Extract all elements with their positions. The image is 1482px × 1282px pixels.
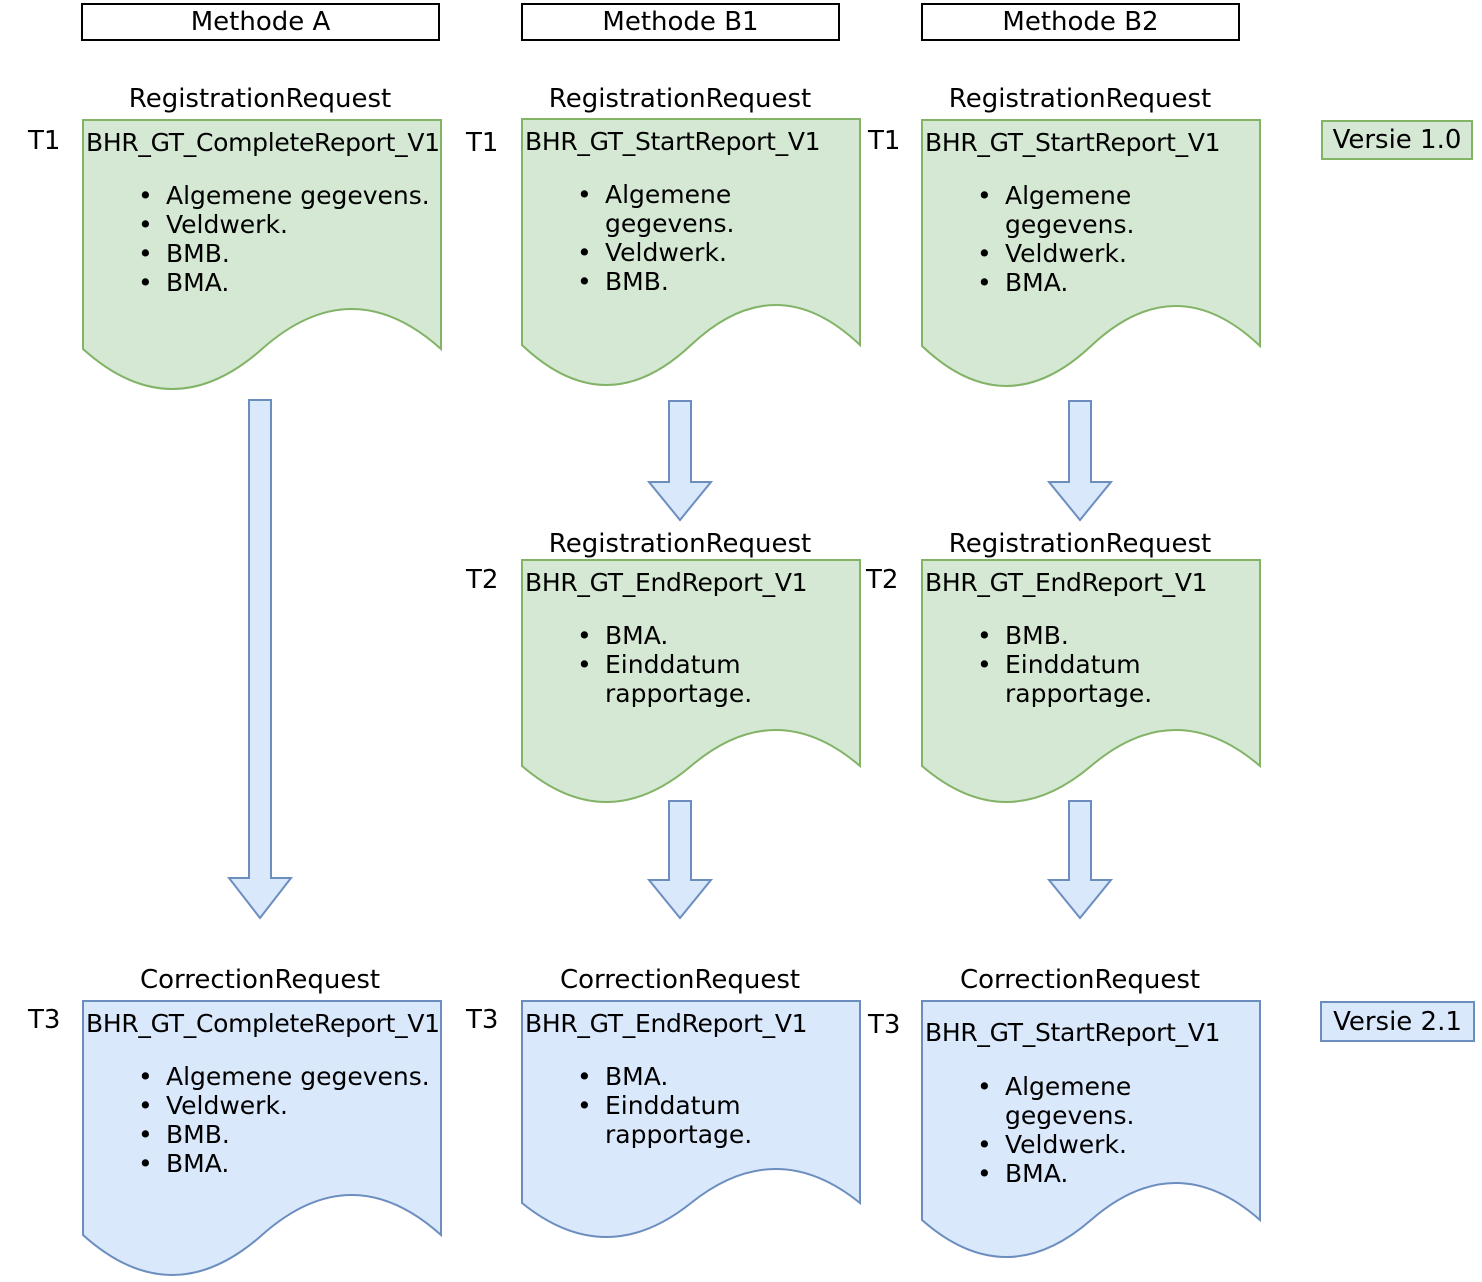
document-a-t1: BHR_GT_CompleteReport_V1 Algemene gegeve… xyxy=(82,119,442,393)
request-type-label-b2-t2: RegistrationRequest xyxy=(948,529,1212,559)
time-label-t3-b1: T3 xyxy=(466,1005,499,1035)
bullet-item: Einddatum rapportage. xyxy=(977,650,1255,708)
bullet-item: BMA. xyxy=(977,1159,1255,1188)
bullet-item: Algemene gegevens. xyxy=(577,180,855,238)
document-title: BHR_GT_EndReport_V1 xyxy=(925,568,1208,597)
request-type-label-b2-t1: RegistrationRequest xyxy=(948,84,1212,114)
bullet-item: BMA. xyxy=(577,1062,855,1091)
time-label-t1-b2: T1 xyxy=(868,126,901,156)
column-header-methode-b2: Methode B2 xyxy=(921,3,1240,41)
bullet-item: BMB. xyxy=(977,621,1255,650)
bullet-list: Algemene gegevens. Veldwerk. BMA. xyxy=(977,181,1255,297)
time-label-t1-a: T1 xyxy=(28,126,61,156)
time-label-t3-b2: T3 xyxy=(868,1010,901,1040)
bullet-list: BMA. Einddatum rapportage. xyxy=(577,1062,855,1149)
document-a-t3: BHR_GT_CompleteReport_V1 Algemene gegeve… xyxy=(82,1000,442,1279)
bullet-item: Algemene gegevens. xyxy=(138,1062,436,1091)
document-title: BHR_GT_StartReport_V1 xyxy=(925,128,1221,157)
bullet-list: BMB. Einddatum rapportage. xyxy=(977,621,1255,708)
bullet-item: BMB. xyxy=(577,267,855,296)
bullet-list: Algemene gegevens. Veldwerk. BMB. BMA. xyxy=(138,181,436,297)
bullet-list: Algemene gegevens. Veldwerk. BMB. xyxy=(577,180,855,296)
document-b2-t2: BHR_GT_EndReport_V1 BMB. Einddatum rappo… xyxy=(921,559,1261,804)
document-title: BHR_GT_EndReport_V1 xyxy=(525,568,808,597)
bullet-item: Einddatum rapportage. xyxy=(577,650,855,708)
request-type-label-b2-t3: CorrectionRequest xyxy=(959,965,1201,995)
down-arrow-b1-bottom xyxy=(646,800,714,920)
bullet-item: BMB. xyxy=(138,239,436,268)
bullet-item: Veldwerk. xyxy=(577,238,855,267)
bullet-list: Algemene gegevens. Veldwerk. BMB. BMA. xyxy=(138,1062,436,1178)
document-title: BHR_GT_CompleteReport_V1 xyxy=(86,1009,440,1038)
bullet-item: Algemene gegevens. xyxy=(977,181,1255,239)
document-title: BHR_GT_CompleteReport_V1 xyxy=(86,128,440,157)
down-arrow-a-long xyxy=(226,399,294,920)
bullet-item: Algemene gegevens. xyxy=(138,181,436,210)
document-title: BHR_GT_StartReport_V1 xyxy=(525,127,821,156)
down-arrow-b2-bottom xyxy=(1046,800,1114,920)
document-b1-t2: BHR_GT_EndReport_V1 BMA. Einddatum rappo… xyxy=(521,559,861,804)
time-label-t1-b1: T1 xyxy=(466,128,499,158)
bullet-item: Einddatum rapportage. xyxy=(577,1091,855,1149)
bullet-item: BMB. xyxy=(138,1120,436,1149)
time-label-t3-a: T3 xyxy=(28,1005,61,1035)
time-label-t2-b1: T2 xyxy=(466,565,499,595)
bullet-item: Algemene gegevens. xyxy=(977,1072,1255,1130)
request-type-label-b1-t2: RegistrationRequest xyxy=(548,529,812,559)
time-label-t2-b2: T2 xyxy=(866,565,899,595)
document-title: BHR_GT_EndReport_V1 xyxy=(525,1009,808,1038)
document-b2-t3: BHR_GT_StartReport_V1 Algemene gegevens.… xyxy=(921,1000,1261,1258)
bullet-item: BMA. xyxy=(138,1149,436,1178)
bullet-item: BMA. xyxy=(138,268,436,297)
bullet-item: Veldwerk. xyxy=(138,1091,436,1120)
version-badge-2-1: Versie 2.1 xyxy=(1320,1001,1475,1042)
bullet-item: Veldwerk. xyxy=(977,239,1255,268)
bullet-item: Veldwerk. xyxy=(138,210,436,239)
request-type-label-a-t1: RegistrationRequest xyxy=(128,84,392,114)
version-badge-1-0: Versie 1.0 xyxy=(1321,120,1473,160)
document-b2-t1: BHR_GT_StartReport_V1 Algemene gegevens.… xyxy=(921,119,1261,390)
bullet-item: BMA. xyxy=(977,268,1255,297)
document-title: BHR_GT_StartReport_V1 xyxy=(925,1018,1221,1047)
column-header-methode-a: Methode A xyxy=(81,3,440,41)
document-b1-t1: BHR_GT_StartReport_V1 Algemene gegevens.… xyxy=(521,118,861,389)
bullet-item: BMA. xyxy=(577,621,855,650)
request-type-label-b1-t1: RegistrationRequest xyxy=(548,84,812,114)
bullet-item: Veldwerk. xyxy=(977,1130,1255,1159)
request-type-label-a-t3: CorrectionRequest xyxy=(139,965,381,995)
bullet-list: BMA. Einddatum rapportage. xyxy=(577,621,855,708)
down-arrow-b2-top xyxy=(1046,400,1114,522)
down-arrow-b1-top xyxy=(646,400,714,522)
bullet-list: Algemene gegevens. Veldwerk. BMA. xyxy=(977,1072,1255,1188)
request-type-label-b1-t3: CorrectionRequest xyxy=(559,965,801,995)
column-header-methode-b1: Methode B1 xyxy=(521,3,840,41)
document-b1-t3: BHR_GT_EndReport_V1 BMA. Einddatum rappo… xyxy=(521,1000,861,1239)
